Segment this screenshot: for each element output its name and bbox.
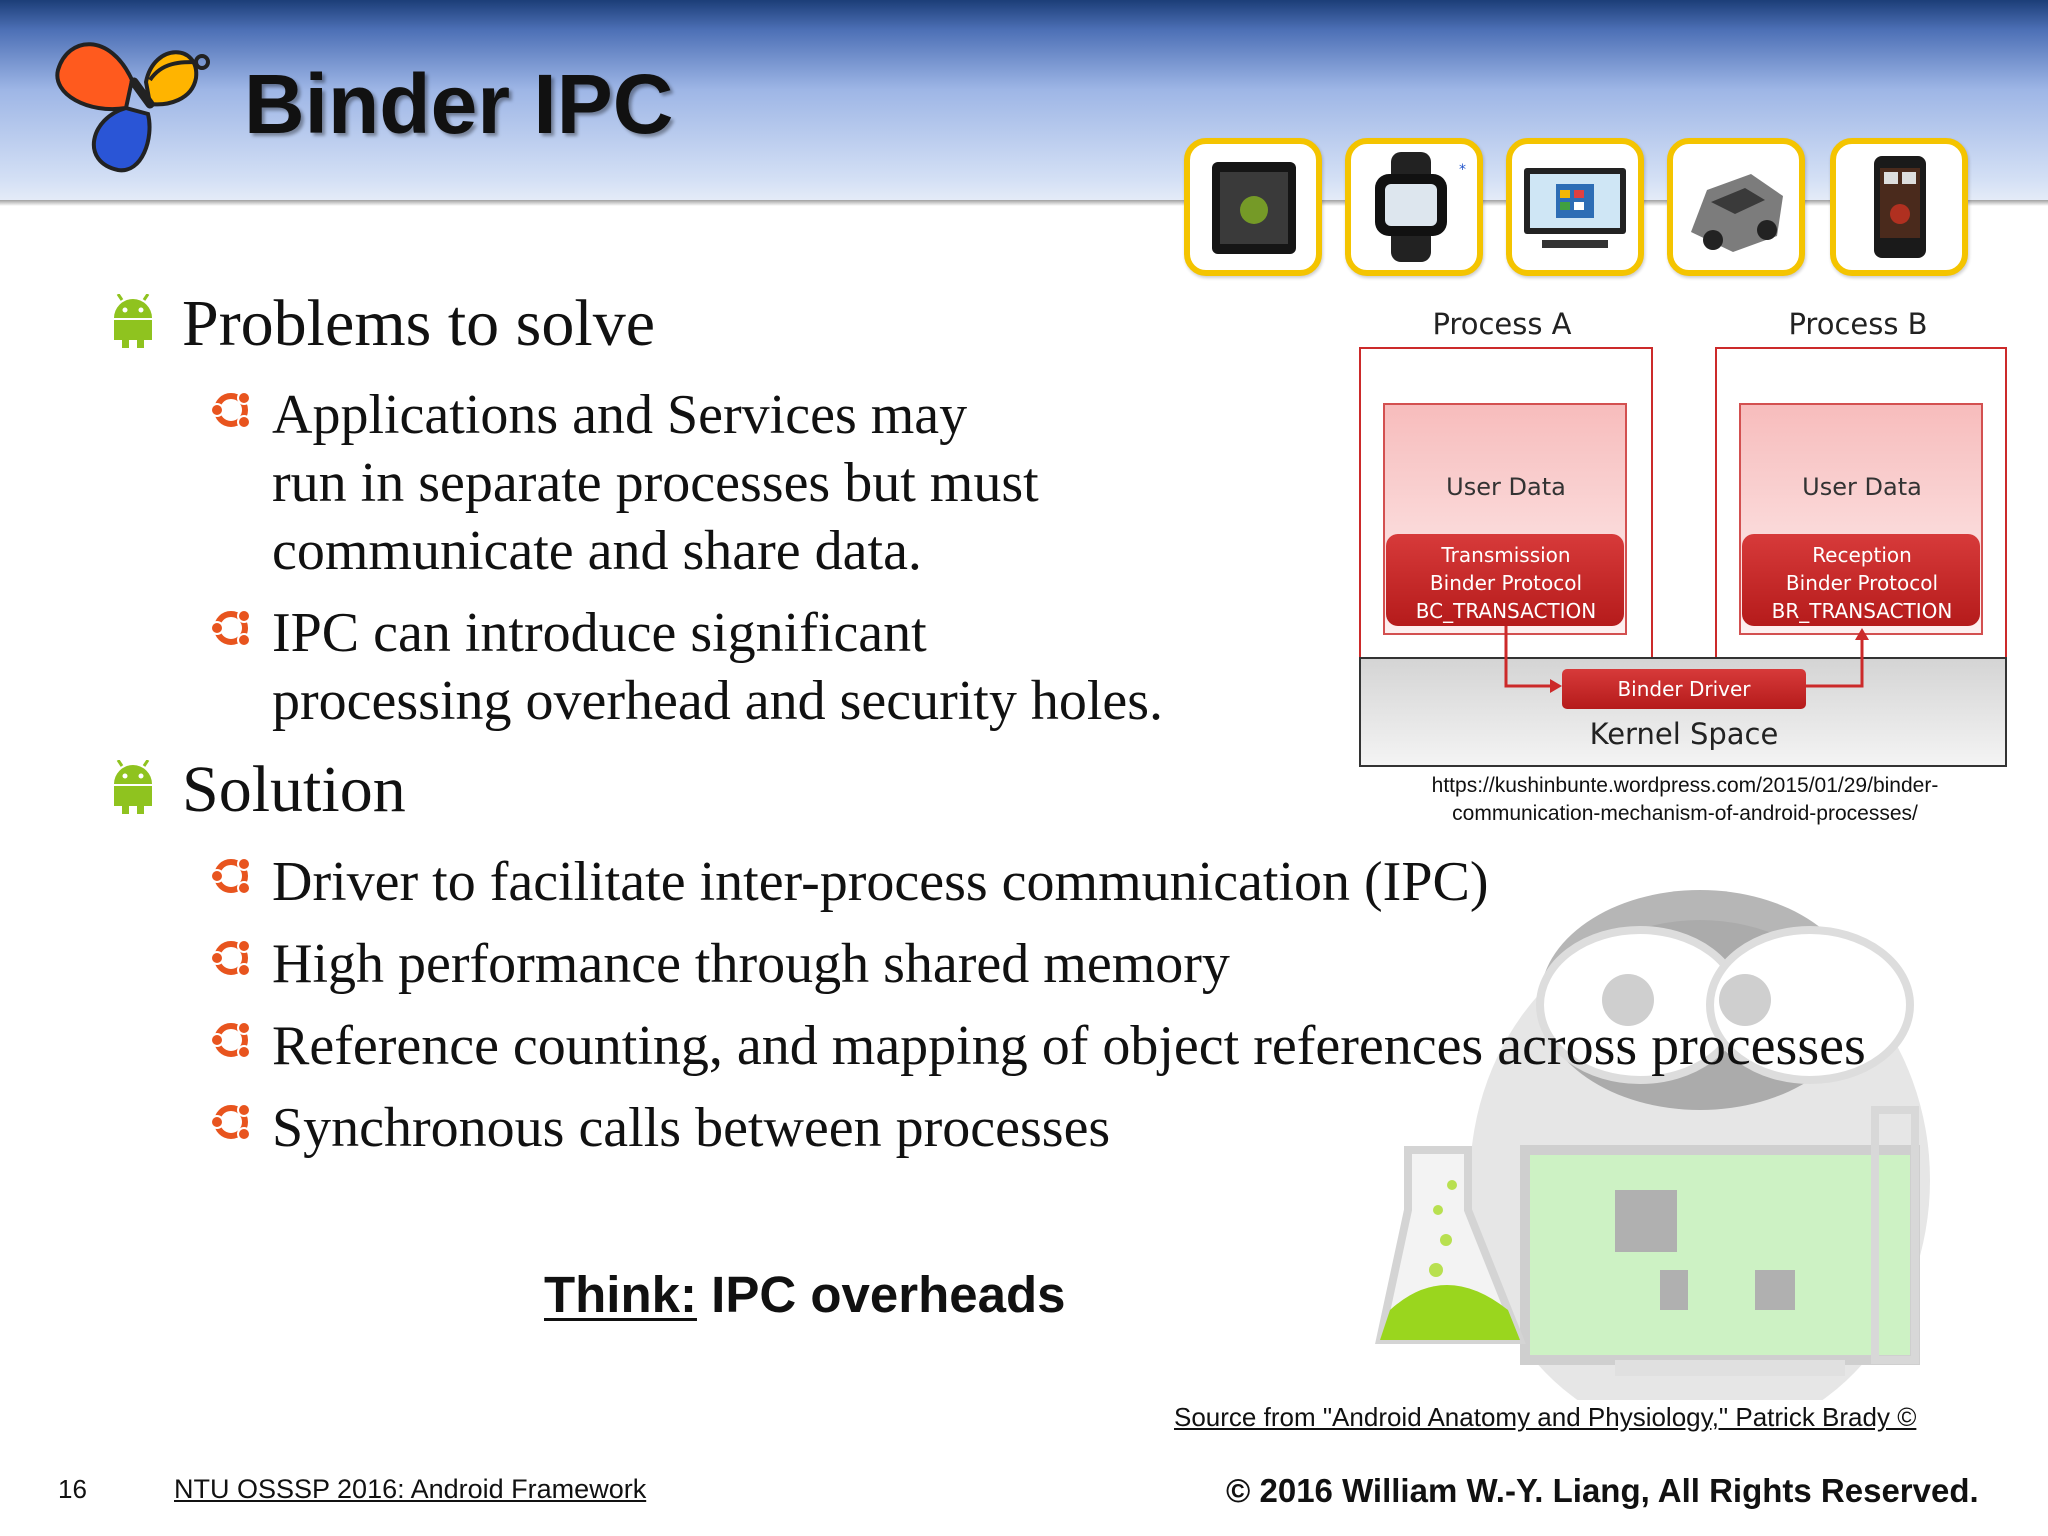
- car-icon: [1691, 174, 1783, 252]
- device-smartphone: [1830, 138, 1968, 276]
- binder-driver-box: [1562, 669, 1806, 709]
- process-a-user-data: User Data: [1446, 473, 1566, 501]
- transmission-arrow: [1504, 626, 1556, 688]
- binder-ipc-diagram: Process A Process B User Data User Data …: [1359, 307, 2007, 767]
- ring-bullet-icon: [210, 939, 251, 977]
- ring-bullet-icon: [210, 1103, 251, 1141]
- ring-bullet-icon: [210, 1021, 251, 1059]
- copyright-footer: © 2016 William W.-Y. Liang, All Rights R…: [1226, 1472, 1979, 1509]
- device-smartwatch: *: [1345, 138, 1483, 276]
- diagram-url-line-1: https://kushinbunte.wordpress.com/2015/0…: [1431, 774, 1939, 797]
- course-footer: NTU OSSSP 2016: Android Framework: [174, 1474, 647, 1504]
- think-note: Think: IPC overheads: [544, 1265, 1065, 1324]
- problem-item-2-line-1: IPC can introduce significant: [272, 602, 927, 664]
- transmission-line-2: Binder Protocol: [1430, 571, 1582, 595]
- problem-item-1-line-2: run in separate processes but must: [272, 452, 1039, 514]
- svg-text:*: *: [1459, 162, 1466, 178]
- ring-bullet-icon: [210, 857, 251, 895]
- device-car: [1667, 138, 1805, 276]
- device-tablet: [1184, 138, 1322, 276]
- problem-item-1-line-3: communicate and share data.: [272, 520, 922, 582]
- reception-arrow: [1806, 636, 1864, 688]
- transmission-protocol-box: [1386, 534, 1624, 626]
- ring-bullet-icon: [210, 609, 251, 647]
- tablet-icon: [1212, 162, 1296, 254]
- solution-item-4: Synchronous calls between processes: [272, 1097, 1111, 1159]
- reception-line-2: Binder Protocol: [1786, 571, 1938, 595]
- process-b-user-data: User Data: [1802, 473, 1922, 501]
- process-a-title: Process A: [1432, 307, 1571, 341]
- penguin-scientist-illustration: [1375, 890, 1930, 1400]
- process-b-title: Process B: [1788, 307, 1927, 341]
- diagram-source-url: https://kushinbunte.wordpress.com/2015/0…: [1330, 772, 2040, 828]
- transmission-arrowhead-icon: [1550, 679, 1562, 693]
- problems-heading: Problems to solve: [182, 287, 655, 360]
- problem-item-1-line-1: Applications and Services may: [272, 384, 968, 446]
- kernel-space-label: Kernel Space: [1590, 717, 1779, 751]
- android-bullet-icon: [114, 294, 152, 348]
- android-bullet-icon: [114, 760, 152, 814]
- header-divider: [0, 200, 2048, 206]
- solution-item-3: Reference counting, and mapping of objec…: [272, 1015, 1866, 1077]
- reception-line-3: BR_TRANSACTION: [1772, 599, 1953, 623]
- transmission-line-3: BC_TRANSACTION: [1416, 599, 1596, 623]
- think-text: IPC overheads: [696, 1266, 1066, 1323]
- tv-icon: [1524, 168, 1626, 248]
- problem-item-2: IPC can introduce significant processing…: [272, 599, 1163, 735]
- illustration-source-note: Source from "Android Anatomy and Physiol…: [1174, 1402, 1917, 1432]
- binder-driver-label: Binder Driver: [1617, 677, 1751, 701]
- solution-item-1: Driver to facilitate inter-process commu…: [272, 851, 1489, 913]
- smartphone-icon: [1874, 156, 1926, 258]
- problem-item-1: Applications and Services may run in sep…: [272, 381, 1039, 585]
- butterfly-logo-icon: [55, 42, 210, 173]
- reception-protocol-box: [1742, 534, 1980, 626]
- diagram-url-line-2: communication-mechanism-of-android-proce…: [1452, 802, 1918, 825]
- solution-heading: Solution: [182, 753, 406, 826]
- think-label: Think:: [544, 1266, 697, 1323]
- solution-item-2: High performance through shared memory: [272, 933, 1230, 995]
- problem-item-2-line-2: processing overhead and security holes.: [272, 670, 1164, 732]
- device-tv: [1506, 138, 1644, 276]
- slide-title: Binder IPC: [244, 57, 674, 151]
- reception-line-1: Reception: [1812, 543, 1912, 567]
- reception-arrowhead-icon: [1855, 628, 1869, 640]
- page-number: 16: [58, 1474, 87, 1504]
- ring-bullet-icon: [210, 391, 251, 429]
- transmission-line-1: Transmission: [1440, 543, 1570, 567]
- smartwatch-icon: *: [1375, 152, 1466, 262]
